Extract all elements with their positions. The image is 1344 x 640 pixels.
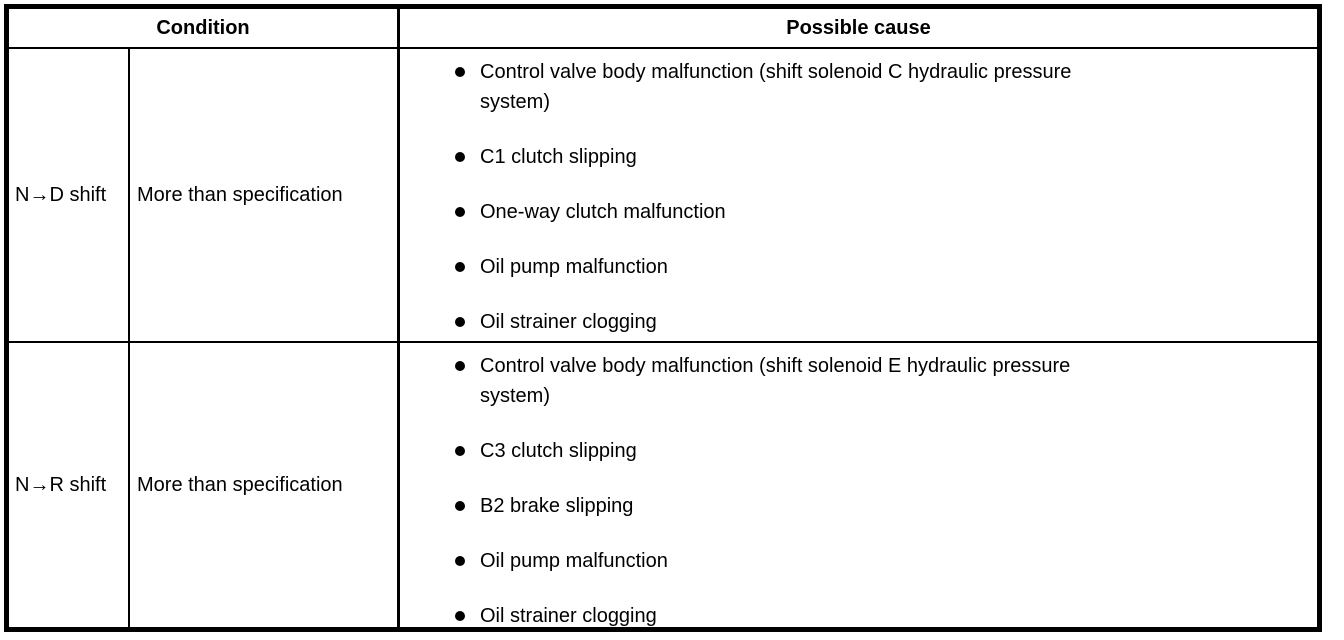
cause-list-nr-shift: Control valve body malfunction (shift so… bbox=[400, 351, 1317, 627]
diagnosis-table-grid: Condition Possible cause N→D shift More … bbox=[9, 9, 1317, 627]
cause-item: Oil strainer clogging bbox=[400, 307, 1260, 337]
diagnosis-table: Condition Possible cause N→D shift More … bbox=[4, 4, 1322, 632]
cause-item: Oil strainer clogging bbox=[400, 601, 1260, 627]
condition-cell-nr-shift: N→R shift bbox=[9, 343, 130, 627]
cause-item: B2 brake slipping bbox=[400, 491, 1260, 521]
column-header-condition: Condition bbox=[9, 9, 397, 49]
cause-item: Control valve body malfunction (shift so… bbox=[400, 57, 1260, 117]
cause-item: Oil pump malfunction bbox=[400, 252, 1260, 282]
spec-cell-nr-shift: More than specification bbox=[130, 343, 397, 627]
cause-item: Oil pump malfunction bbox=[400, 546, 1260, 576]
spec-cell-nd-shift: More than specification bbox=[130, 49, 397, 343]
cause-item: C1 clutch slipping bbox=[400, 142, 1260, 172]
cause-item: C3 clutch slipping bbox=[400, 436, 1260, 466]
column-header-possible-cause: Possible cause bbox=[397, 9, 1317, 49]
cause-item: Control valve body malfunction (shift so… bbox=[400, 351, 1260, 411]
causes-cell-nd-shift: Control valve body malfunction (shift so… bbox=[397, 49, 1317, 343]
condition-cell-nd-shift: N→D shift bbox=[9, 49, 130, 343]
cause-list-nd-shift: Control valve body malfunction (shift so… bbox=[400, 57, 1317, 337]
causes-cell-nr-shift: Control valve body malfunction (shift so… bbox=[397, 343, 1317, 627]
cause-item: One-way clutch malfunction bbox=[400, 197, 1260, 227]
